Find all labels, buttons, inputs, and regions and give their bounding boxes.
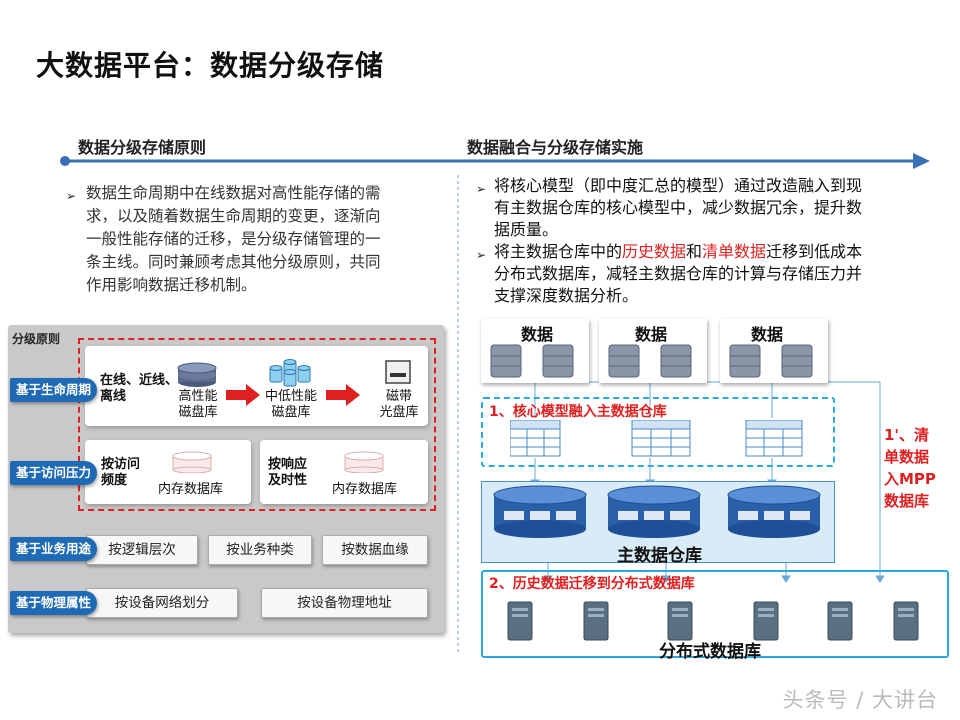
watermark: 头条号 / 大讲台 xyxy=(782,688,938,712)
page-title: 大数据平台：数据分级存储 xyxy=(36,49,385,82)
dist-db-label: 分布式数据库 xyxy=(659,642,761,662)
lifecycle-access-group xyxy=(78,338,436,511)
right-heading: 数据融合与分级存储实施 xyxy=(467,138,644,157)
lifecycle-item-2: 中低性能磁盘库 xyxy=(264,389,317,420)
left-paragraph: 数据生命周期中在线数据对高性能存储的需 求，以及随着数据生命周期的变更，逐渐向 … xyxy=(86,184,381,294)
step1-label: 1、核心模型融入主数据仓库 xyxy=(489,404,667,420)
access-box-1 xyxy=(85,440,251,504)
access-store-2: 内存数据库 xyxy=(332,482,398,497)
core-model-group xyxy=(481,397,835,467)
divider xyxy=(457,175,459,655)
lifecycle-item-3: 磁带光盘库 xyxy=(379,389,419,420)
panel-label: 分级原则 xyxy=(12,332,61,346)
access-store-1: 内存数据库 xyxy=(158,482,224,497)
memory-db-icon xyxy=(172,451,212,473)
data-label-2: 数据 xyxy=(635,325,668,344)
data-label-1: 数据 xyxy=(521,325,554,344)
disk-stack-icon xyxy=(177,362,217,387)
physical-item-2: 按设备物理地址 xyxy=(261,588,428,618)
lifecycle-item-1: 高性能磁盘库 xyxy=(178,389,218,420)
tag-physical: 基于物理属性 xyxy=(10,591,98,615)
database-icons xyxy=(490,344,574,378)
warehouse-cylinders xyxy=(493,485,821,538)
server-icons xyxy=(507,601,919,641)
memory-db-icon xyxy=(344,451,384,473)
database-icons xyxy=(729,344,813,378)
distributed-db-group xyxy=(481,570,949,658)
cylinders-icon xyxy=(269,359,311,387)
data-label-3: 数据 xyxy=(751,325,784,344)
step2-label: 2、历史数据迁移到分布式数据库 xyxy=(489,576,695,592)
business-item-1: 按逻辑层次 xyxy=(86,535,198,565)
right-bullet-1: 将核心模型（即中度汇总的模型）通过改造融入到现有主数据仓库的核心模型中，减少数据… xyxy=(494,176,863,239)
red-arrow-icon xyxy=(226,384,260,406)
business-item-3: 按数据血缘 xyxy=(322,535,428,565)
main-dw-label: 主数据仓库 xyxy=(617,546,702,566)
physical-item-1: 按设备网络划分 xyxy=(86,588,238,618)
right-bullet-2: 将主数据仓库中的历史数据和清单数据迁移到低成本 分布式数据库，减轻主数据仓库的计… xyxy=(494,242,863,305)
red-arrow-icon xyxy=(326,384,360,406)
tag-business: 基于业务用途 xyxy=(10,537,98,561)
bullet-icon: ➢ xyxy=(476,182,487,196)
tape-drive-icon xyxy=(385,360,411,384)
lifecycle-lead: 在线、近线、离线 xyxy=(100,373,179,404)
business-item-2: 按业务种类 xyxy=(208,535,312,565)
bullet-icon: ➢ xyxy=(476,248,487,262)
access-box-2 xyxy=(260,440,428,504)
access-label-2: 按响应及时性 xyxy=(268,457,308,488)
left-heading: 数据分级存储原则 xyxy=(78,138,207,157)
model-tables xyxy=(510,420,803,457)
tag-access: 基于访问压力 xyxy=(10,461,98,485)
timeline-arrow xyxy=(60,153,930,169)
tag-lifecycle: 基于生命周期 xyxy=(10,378,98,402)
access-label-1: 按访问频度 xyxy=(101,457,141,488)
database-icons xyxy=(608,344,692,378)
bullet-icon: ➢ xyxy=(66,189,77,203)
lifecycle-box xyxy=(85,346,428,426)
